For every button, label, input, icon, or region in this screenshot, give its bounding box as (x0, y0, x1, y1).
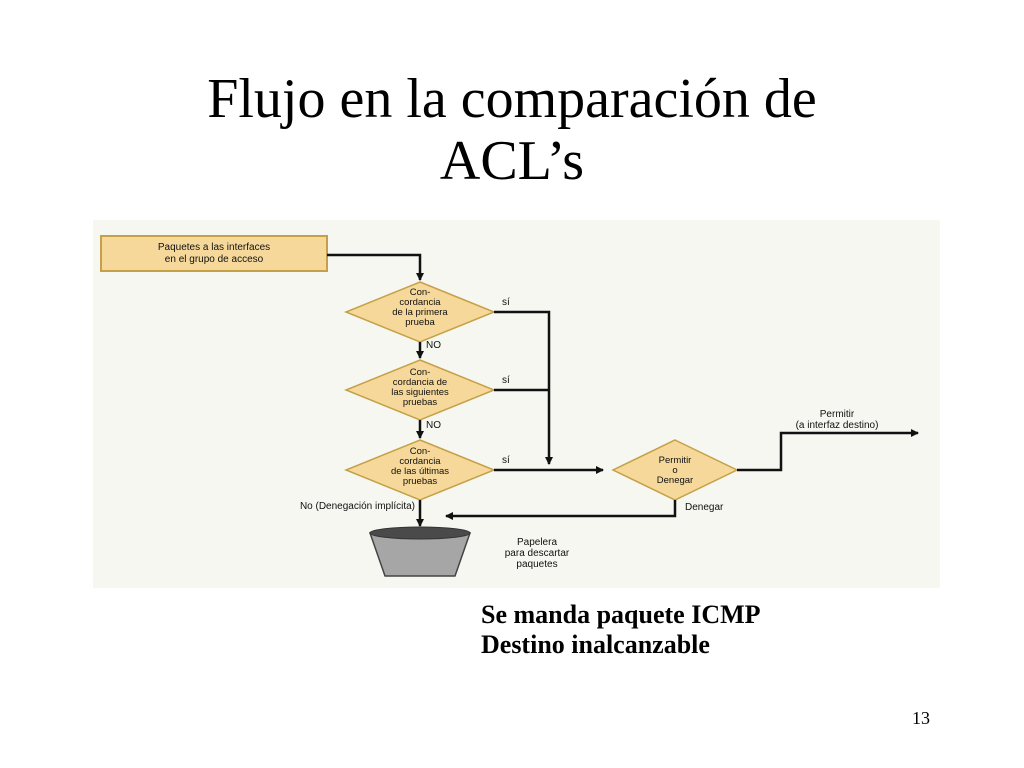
decision-last-tests: Con- cordancia de las últimas pruebas (344, 439, 496, 501)
yes-label-2: sí (502, 375, 510, 386)
slide-title: Flujo en la comparación de ACL’s (0, 68, 1024, 192)
title-line-1: Flujo en la comparación de (207, 68, 817, 130)
deny-label: Denegar (685, 502, 724, 513)
yes-label-3: sí (502, 455, 510, 466)
decision-following-tests: Con- cordancia de las siguientes pruebas (344, 359, 496, 421)
start-box: Paquetes a las interfaces en el grupo de… (100, 235, 328, 272)
bin-label-line-3: paquetes (516, 559, 557, 570)
decision4-line-1: Permitir (659, 455, 692, 466)
decision3-line-2: cordancia (399, 456, 441, 467)
caption: Se manda paquete ICMP Destino inalcanzab… (481, 600, 761, 660)
decision2-line-3: las siguientes (391, 387, 449, 398)
page-number: 13 (912, 708, 930, 728)
decision1-line-1: Con- (410, 287, 431, 298)
decision2-line-4: pruebas (403, 397, 438, 408)
decision2-line-1: Con- (410, 367, 431, 378)
decision1-line-4: prueba (405, 317, 435, 328)
permit-label-line-2: (a interfaz destino) (796, 420, 879, 431)
trash-bin-icon (368, 526, 472, 577)
start-box-line-1: Paquetes a las interfaces (158, 242, 270, 253)
connector-yes-decision1 (494, 310, 553, 465)
no-label-2: NO (426, 420, 441, 431)
decision1-line-3: de la primera (392, 307, 448, 318)
connector-permit (737, 429, 919, 472)
decision3-line-3: de las últimas (391, 466, 449, 477)
start-box-rect (100, 235, 328, 272)
decision4-line-3: Denegar (657, 475, 693, 486)
decision2-line-2: cordancia de (393, 377, 447, 388)
decision4-line-2: o (672, 465, 677, 476)
acl-flow-diagram: Paquetes a las interfaces en el grupo de… (93, 220, 940, 588)
yes-label-1: sí (502, 297, 510, 308)
caption-line-2: Destino inalcanzable (481, 630, 710, 659)
implicit-deny-label: No (Denegación implícita) (300, 501, 415, 512)
no-label-1: NO (426, 340, 441, 351)
connector-deny (445, 500, 677, 520)
decision-first-test: Con- cordancia de la primera prueba (344, 281, 496, 343)
permit-label-line-1: Permitir (820, 409, 855, 420)
trash-bin-opening (369, 526, 471, 540)
caption-line-1: Se manda paquete ICMP (481, 600, 761, 629)
bin-label-line-1: Papelera (517, 537, 557, 548)
flowchart-svg: Paquetes a las interfaces en el grupo de… (100, 235, 919, 577)
start-box-line-2: en el grupo de acceso (165, 254, 264, 265)
decision3-line-4: pruebas (403, 476, 438, 487)
bin-label-line-2: para descartar (505, 548, 570, 559)
connector-start-to-decision1 (327, 253, 424, 281)
title-line-2: ACL’s (439, 130, 585, 192)
decision1-line-2: cordancia (399, 297, 441, 308)
decision3-line-1: Con- (410, 446, 431, 457)
decision-permit-deny: Permitir o Denegar (611, 439, 739, 501)
